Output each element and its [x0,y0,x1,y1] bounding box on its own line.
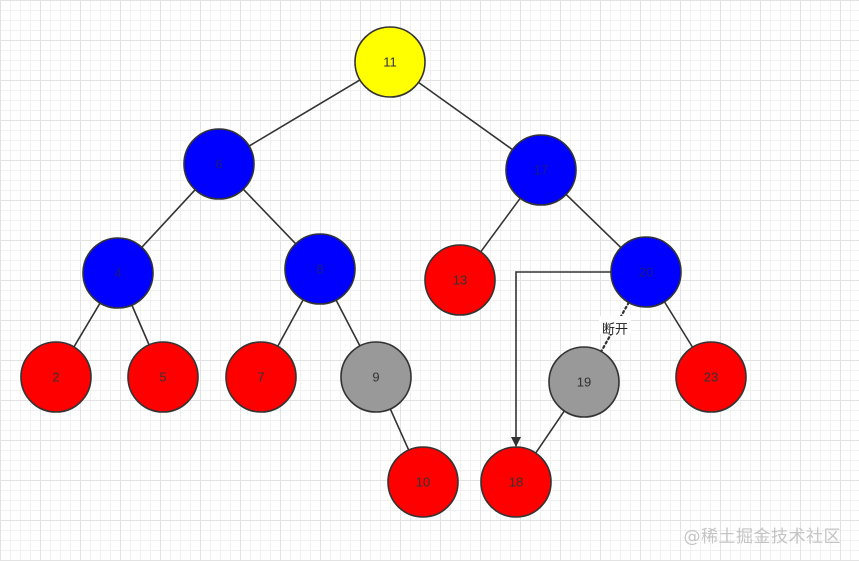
edge-6-8 [242,188,297,245]
edge-17-13 [480,197,521,253]
nodes-layer: 11 6 17 4 8 13 20 2 5 7 9 19 23 10 18 [20,26,747,518]
tree-node-4: 4 [82,237,154,309]
tree-node-20: 20 [610,236,682,308]
edges-layer: 断开 [73,79,694,454]
tree-node-5: 5 [127,341,199,413]
edge-4-2 [73,302,101,348]
node-label-2: 2 [52,369,59,384]
node-circle-19 [548,346,620,418]
node-circle-9 [340,341,412,413]
node-circle-6 [183,128,255,200]
node-label-20: 20 [639,264,653,279]
tree-node-17: 17 [505,134,577,206]
edge-label-disconnect: 断开 [602,321,628,336]
tree-node-11: 11 [354,26,426,98]
node-circle-4 [82,237,154,309]
edge-8-9 [335,299,361,347]
edge-17-20 [565,193,622,249]
tree-node-2: 2 [20,341,92,413]
edge-11-17 [418,81,513,151]
node-label-7: 7 [257,369,264,384]
node-label-9: 9 [372,369,379,384]
tree-node-6: 6 [183,128,255,200]
node-circle-13 [424,244,496,316]
node-circle-10 [387,446,459,518]
edge-20-23 [663,301,694,348]
watermark: @稀土掘金技术社区 [683,527,841,547]
node-circle-23 [675,341,747,413]
node-label-13: 13 [453,272,467,287]
tree-node-7: 7 [225,341,297,413]
edge-19-18 [535,410,565,454]
node-label-18: 18 [509,474,523,489]
node-label-23: 23 [704,369,718,384]
node-circle-2 [20,341,92,413]
node-circle-11 [354,26,426,98]
node-circle-8 [284,233,356,305]
node-label-6: 6 [215,156,222,171]
node-circle-20 [610,236,682,308]
edge-20-18-arrow [511,271,611,447]
node-circle-18 [480,446,552,518]
node-label-19: 19 [577,374,591,389]
node-circle-17 [505,134,577,206]
tree-node-18: 18 [480,446,552,518]
node-label-10: 10 [416,474,430,489]
node-label-4: 4 [114,265,121,280]
node-label-11: 11 [383,54,397,69]
edge-4-5 [131,304,150,346]
tree-node-23: 23 [675,341,747,413]
node-label-8: 8 [316,261,323,276]
tree-node-19: 19 [548,346,620,418]
tree-node-13: 13 [424,244,496,316]
edge-label-background [599,316,631,334]
node-label-5: 5 [159,369,166,384]
edge-11-6 [248,79,361,147]
tree-node-8: 8 [284,233,356,305]
node-label-17: 17 [534,162,548,177]
edge-6-4 [141,189,196,248]
node-circle-7 [225,341,297,413]
edge-8-7 [277,299,304,347]
tree-node-10: 10 [387,446,459,518]
node-circle-5 [127,341,199,413]
edge-20-19-dotted [600,301,630,353]
edge-9-10 [389,408,410,451]
tree-node-9: 9 [340,341,412,413]
